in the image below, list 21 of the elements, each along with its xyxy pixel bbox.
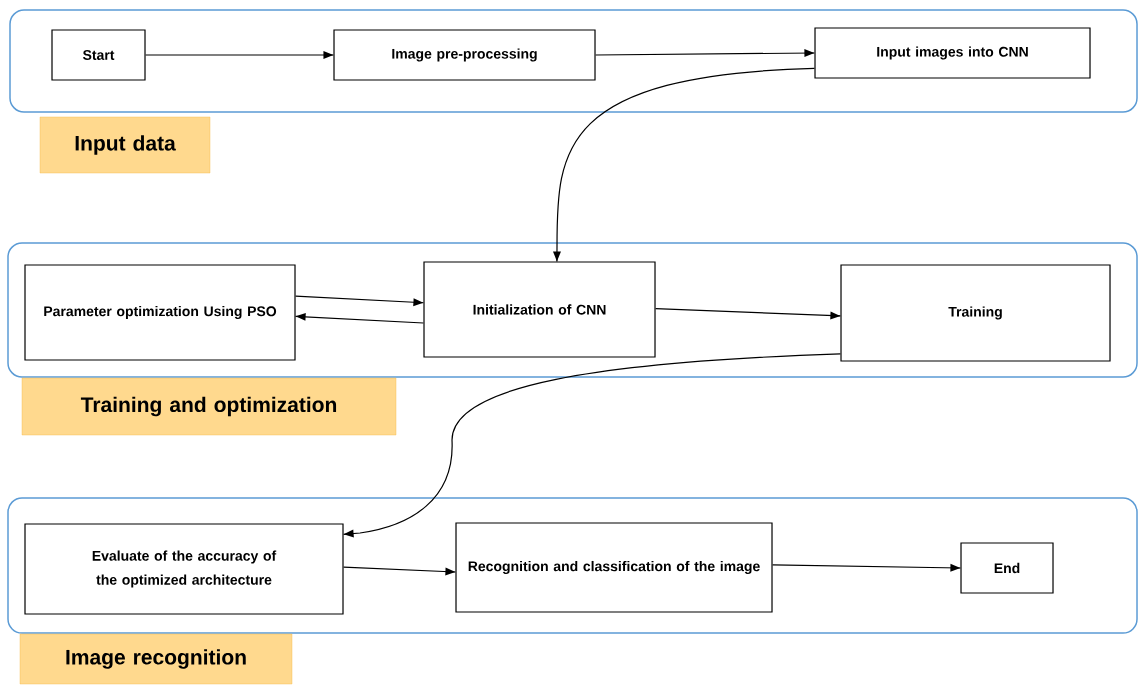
process-box: End — [960, 542, 1054, 594]
process-box: Initialization of CNN — [423, 261, 656, 358]
arrow — [553, 67, 815, 262]
process-box: Evaluate of the accuracy of the optimized architecture — [24, 523, 344, 615]
process-box: Parameter optimization Using PSO — [24, 264, 296, 361]
arrow — [295, 312, 424, 324]
arrow — [145, 51, 334, 59]
section-label: Training and optimization — [21, 377, 397, 436]
process-box: Input images into CNN — [814, 27, 1091, 79]
process-box: Start — [51, 29, 146, 81]
arrow — [343, 566, 456, 576]
arrow — [343, 353, 841, 538]
arrow — [655, 307, 841, 320]
arrow — [295, 295, 424, 307]
arrow — [595, 49, 815, 58]
process-box: Image pre-processing — [333, 29, 596, 81]
section-label: Input data — [39, 116, 211, 174]
process-box: Recognition and classification of the image — [455, 522, 773, 613]
process-box: Training — [840, 264, 1111, 362]
section-label: Image recognition — [19, 633, 293, 685]
arrow — [772, 563, 961, 572]
